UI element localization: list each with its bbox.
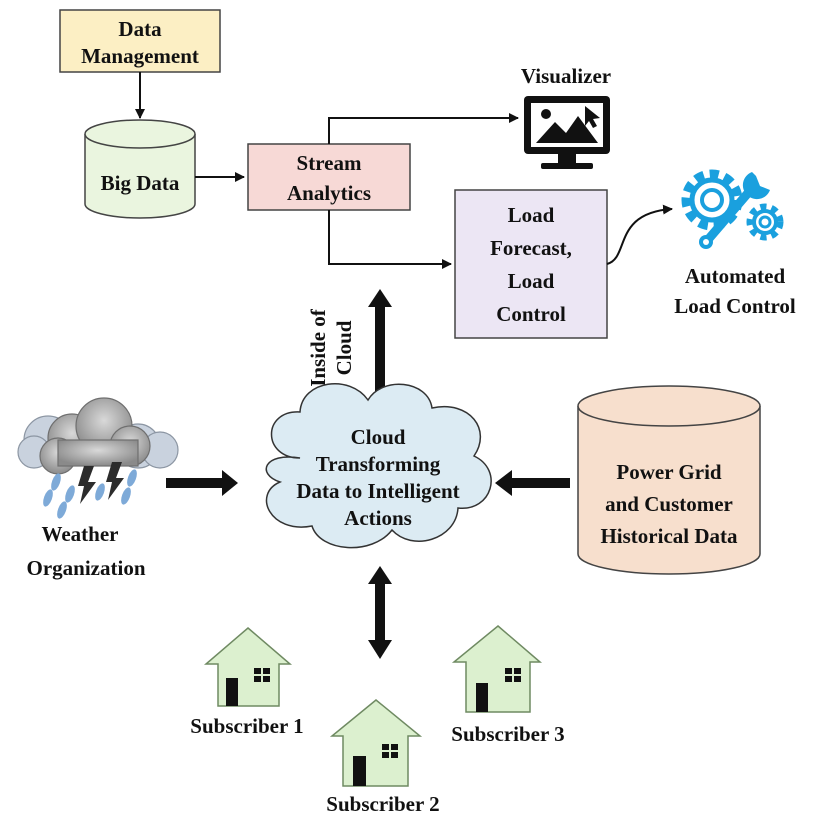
arrow-powergrid-to-cloud: [495, 470, 570, 496]
cloud-label-line1: Cloud: [351, 425, 406, 449]
automated-label-line1: Automated: [685, 264, 786, 288]
monitor-image-icon: [524, 96, 610, 169]
weather-label-line2: Organization: [27, 556, 146, 580]
automated-label-line2: Load Control: [674, 294, 796, 318]
inside-cloud-label-line2: Cloud: [332, 320, 356, 375]
house-icon-subscriber-3: [451, 625, 543, 713]
big-data-cylinder: Big Data: [84, 119, 196, 219]
arrow-stream-to-visualizer: [328, 113, 519, 144]
power-grid-cylinder: Power Grid and Customer Historical Data: [577, 385, 761, 575]
cloud-label-line3: Data to Intelligent: [296, 479, 459, 503]
stream-analytics-label-line1: Stream: [297, 151, 362, 175]
load-forecast-box: Load Forecast, Load Control: [454, 189, 608, 339]
load-forecast-label-line2: Forecast,: [490, 236, 572, 260]
arrow-cloud-up: [368, 289, 392, 397]
load-forecast-label-line3: Load: [508, 269, 555, 293]
inside-cloud-label-line1: Inside of: [306, 308, 330, 387]
gears-wrench-icon: [681, 169, 784, 249]
subscriber-3-label: Subscriber 3: [451, 722, 564, 746]
load-forecast-label-line1: Load: [508, 203, 555, 227]
stream-analytics-box: Stream Analytics: [247, 143, 411, 211]
stream-analytics-label-line2: Analytics: [287, 181, 371, 205]
house-icon-subscriber-1: [203, 627, 293, 707]
power-grid-label-line3: Historical Data: [600, 524, 738, 548]
cloud-label-line2: Transforming: [316, 452, 441, 476]
load-forecast-label-line4: Control: [496, 302, 566, 326]
arrow-load-to-automated: [606, 204, 673, 265]
cloud-label-line4: Actions: [344, 506, 412, 530]
subscriber-1-label: Subscriber 1: [190, 714, 303, 738]
power-grid-label-line2: and Customer: [605, 492, 733, 516]
data-management-label-line1: Data: [118, 17, 162, 41]
weather-label-line1: Weather: [42, 522, 119, 546]
subscriber-2-label: Subscriber 2: [326, 792, 439, 816]
data-management-label-line2: Management: [81, 44, 199, 68]
arrow-weather-to-cloud: [166, 470, 238, 496]
house-icon-subscriber-2: [329, 699, 423, 787]
visualizer-label: Visualizer: [521, 64, 611, 88]
storm-cloud-icon: [17, 397, 179, 519]
big-data-label: Big Data: [101, 171, 180, 195]
arrow-stream-to-load: [328, 210, 452, 269]
data-management-box: Data Management: [59, 9, 221, 73]
central-cloud: Cloud Transforming Data to Intelligent A…: [265, 383, 492, 549]
arrow-cloud-subscribers: [368, 566, 392, 659]
power-grid-label-line1: Power Grid: [616, 460, 721, 484]
